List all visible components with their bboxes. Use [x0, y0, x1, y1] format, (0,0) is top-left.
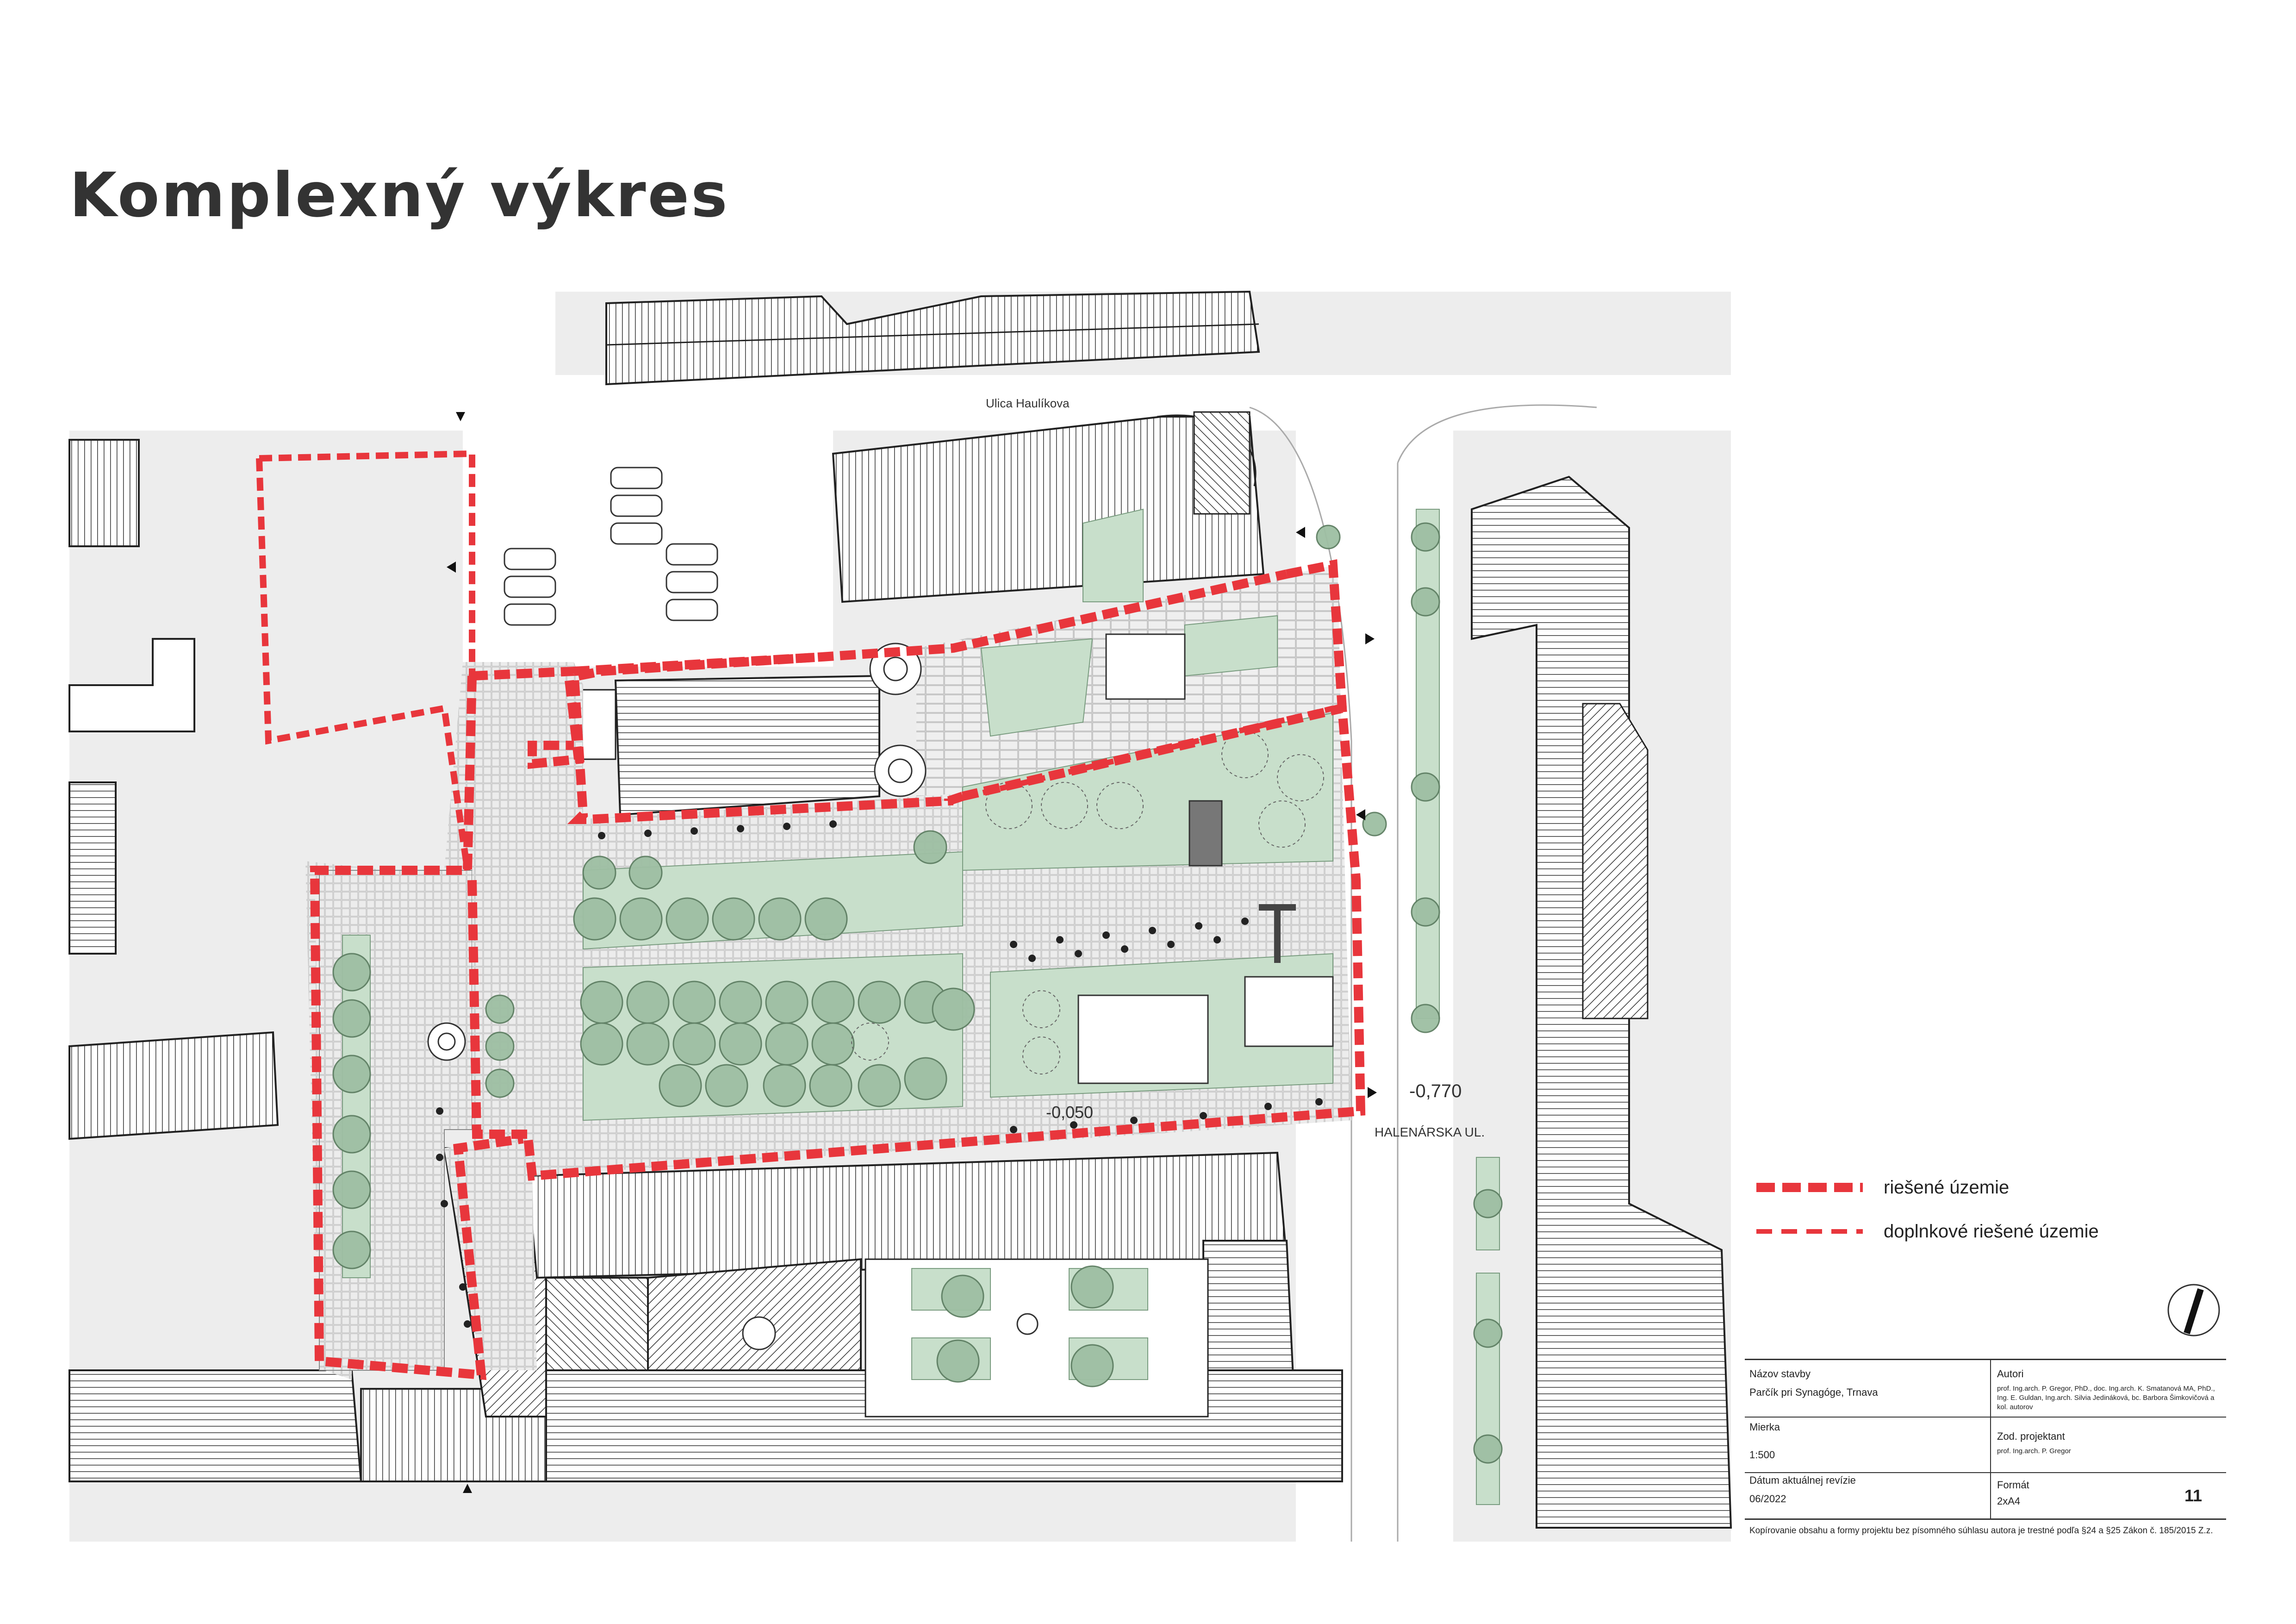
elevation-label-2: -0,770	[1409, 1081, 1462, 1101]
sheet-number: 11	[2184, 1486, 2203, 1505]
revision-date: 06/2022	[1749, 1493, 1786, 1505]
copyright-notice: Kopírovanie obsahu a formy projektu bez …	[1749, 1526, 2213, 1536]
authors: prof. Ing.arch. P. Gregor, PhD., doc. In…	[1997, 1385, 2215, 1411]
scale-value: 1:500	[1749, 1449, 1775, 1461]
format-value: 2xA4	[1997, 1495, 2021, 1507]
legend-item-supplementary: doplnkové riešené územie	[1756, 1218, 2099, 1245]
legend-label: doplnkové riešené územie	[1884, 1221, 2099, 1242]
responsible: prof. Ing.arch. P. Gregor	[1997, 1447, 2071, 1455]
format-label: Formát	[1997, 1479, 2029, 1491]
authors-label: Autori	[1997, 1368, 2024, 1380]
responsible-label: Zod. projektant	[1997, 1430, 2065, 1442]
legend-label: riešené územie	[1884, 1177, 2010, 1198]
building-name-label: Názov stavby	[1749, 1368, 1811, 1380]
street-label-north: Ulica Haulíkova	[986, 396, 1070, 410]
legend-swatch-thick	[1756, 1183, 1863, 1192]
legend-swatch-thin	[1756, 1229, 1863, 1234]
north-arrow-icon	[2167, 1284, 2220, 1337]
revision-label: Dátum aktuálnej revízie	[1749, 1474, 1856, 1486]
page-title: Komplexný výkres	[69, 160, 729, 231]
scale-label: Mierka	[1749, 1421, 1780, 1433]
elevation-label-1: -0,050	[1046, 1103, 1093, 1122]
legend-item-boundary: riešené územie	[1756, 1174, 2009, 1201]
street-label-east: HALENÁRSKA UL.	[1375, 1125, 1485, 1139]
building-name: Parčík pri Synagóge, Trnava	[1749, 1387, 1878, 1398]
